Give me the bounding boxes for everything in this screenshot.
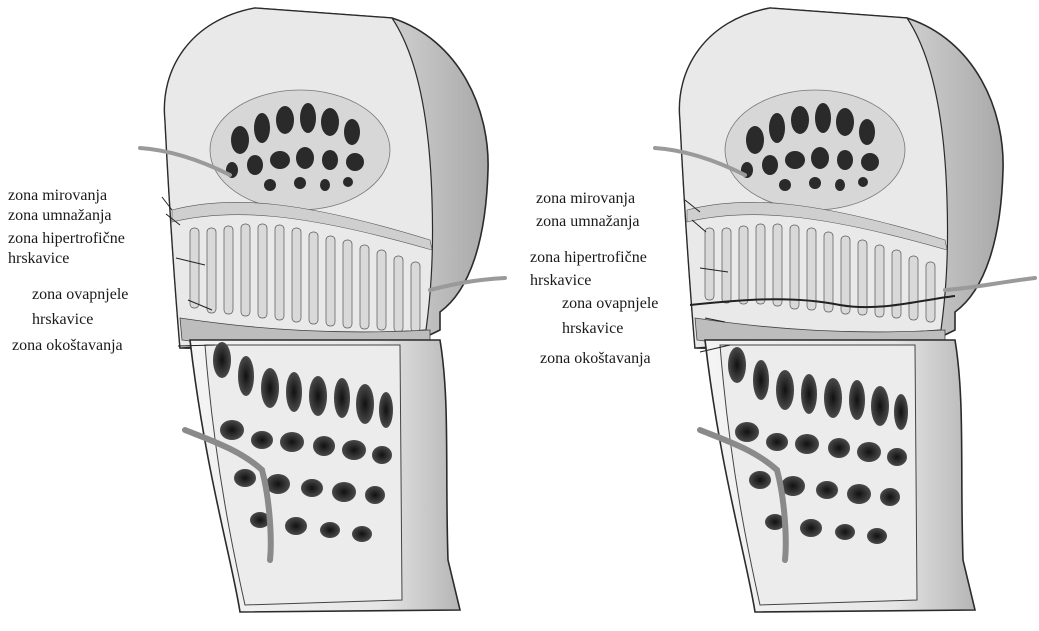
right-label-hypertrophic-2: hrskavice bbox=[530, 272, 591, 290]
left-label-ossification: zona okoštavanja bbox=[12, 337, 123, 355]
left-label-proliferation: zona umnažanja bbox=[8, 207, 112, 225]
right-label-rest: zona mirovanja bbox=[536, 190, 635, 208]
left-label-calcified-1: zona ovapnjele bbox=[32, 286, 128, 304]
left-label-calcified-2: hrskavice bbox=[32, 311, 93, 329]
right-label-hypertrophic-1: zona hipertrofične bbox=[530, 249, 647, 267]
left-label-rest: zona mirovanja bbox=[8, 187, 107, 205]
left-label-hypertrophic-1: zona hipertrofične bbox=[8, 230, 125, 248]
right-label-proliferation: zona umnažanja bbox=[536, 213, 640, 231]
left-bone bbox=[140, 8, 505, 612]
right-label-ossification: zona okoštavanja bbox=[540, 350, 651, 368]
left-label-hypertrophic-2: hrskavice bbox=[8, 250, 69, 268]
right-bone bbox=[655, 8, 1035, 612]
right-label-calcified-2: hrskavice bbox=[562, 320, 623, 338]
right-label-calcified-1: zona ovapnjele bbox=[562, 295, 658, 313]
